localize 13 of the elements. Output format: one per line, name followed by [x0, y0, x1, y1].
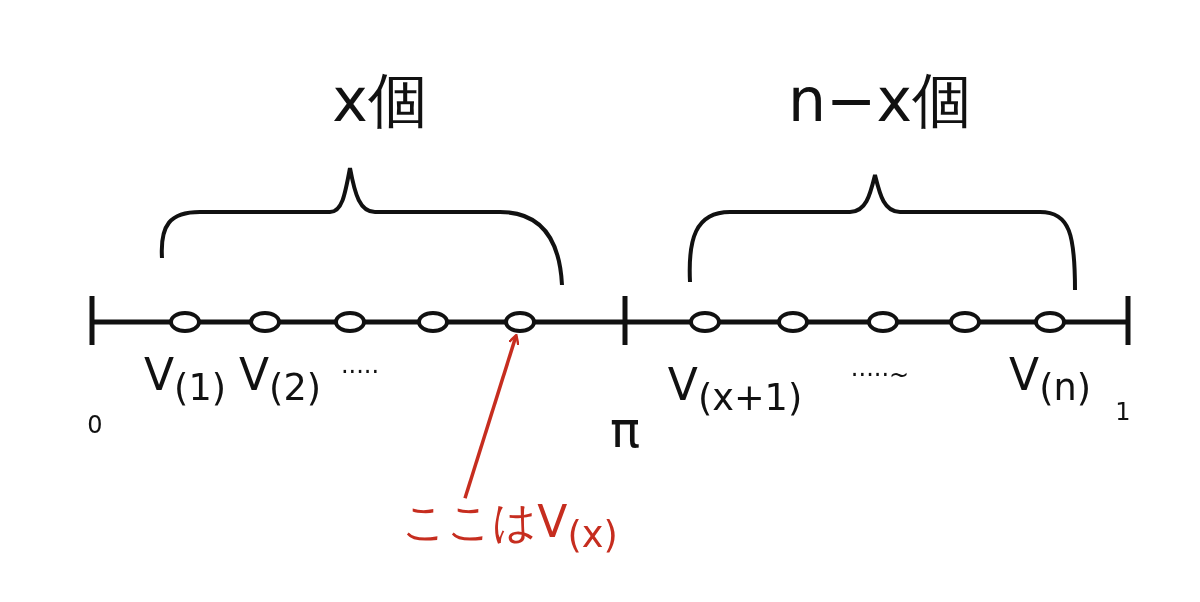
group-label: n−x個 — [788, 70, 972, 130]
pi-symbol: π — [609, 405, 641, 455]
ellipsis-text: ·····~ — [850, 363, 910, 387]
annotation-text: ここはV$_{(x)}$ — [402, 500, 618, 554]
point-label: V$_{(1)}$ — [144, 353, 226, 407]
point-label: V$_{(x+1)}$ — [667, 363, 803, 417]
axis-label: 1 — [1115, 400, 1131, 424]
ellipsis-text: ····· — [340, 360, 380, 384]
axis-label: 0 — [87, 413, 103, 437]
point-label: V$_{(2)}$ — [239, 353, 321, 407]
arrow — [463, 333, 520, 499]
group-label: x個 — [332, 70, 428, 130]
point-label: V$_{(n)}$ — [1009, 353, 1091, 407]
